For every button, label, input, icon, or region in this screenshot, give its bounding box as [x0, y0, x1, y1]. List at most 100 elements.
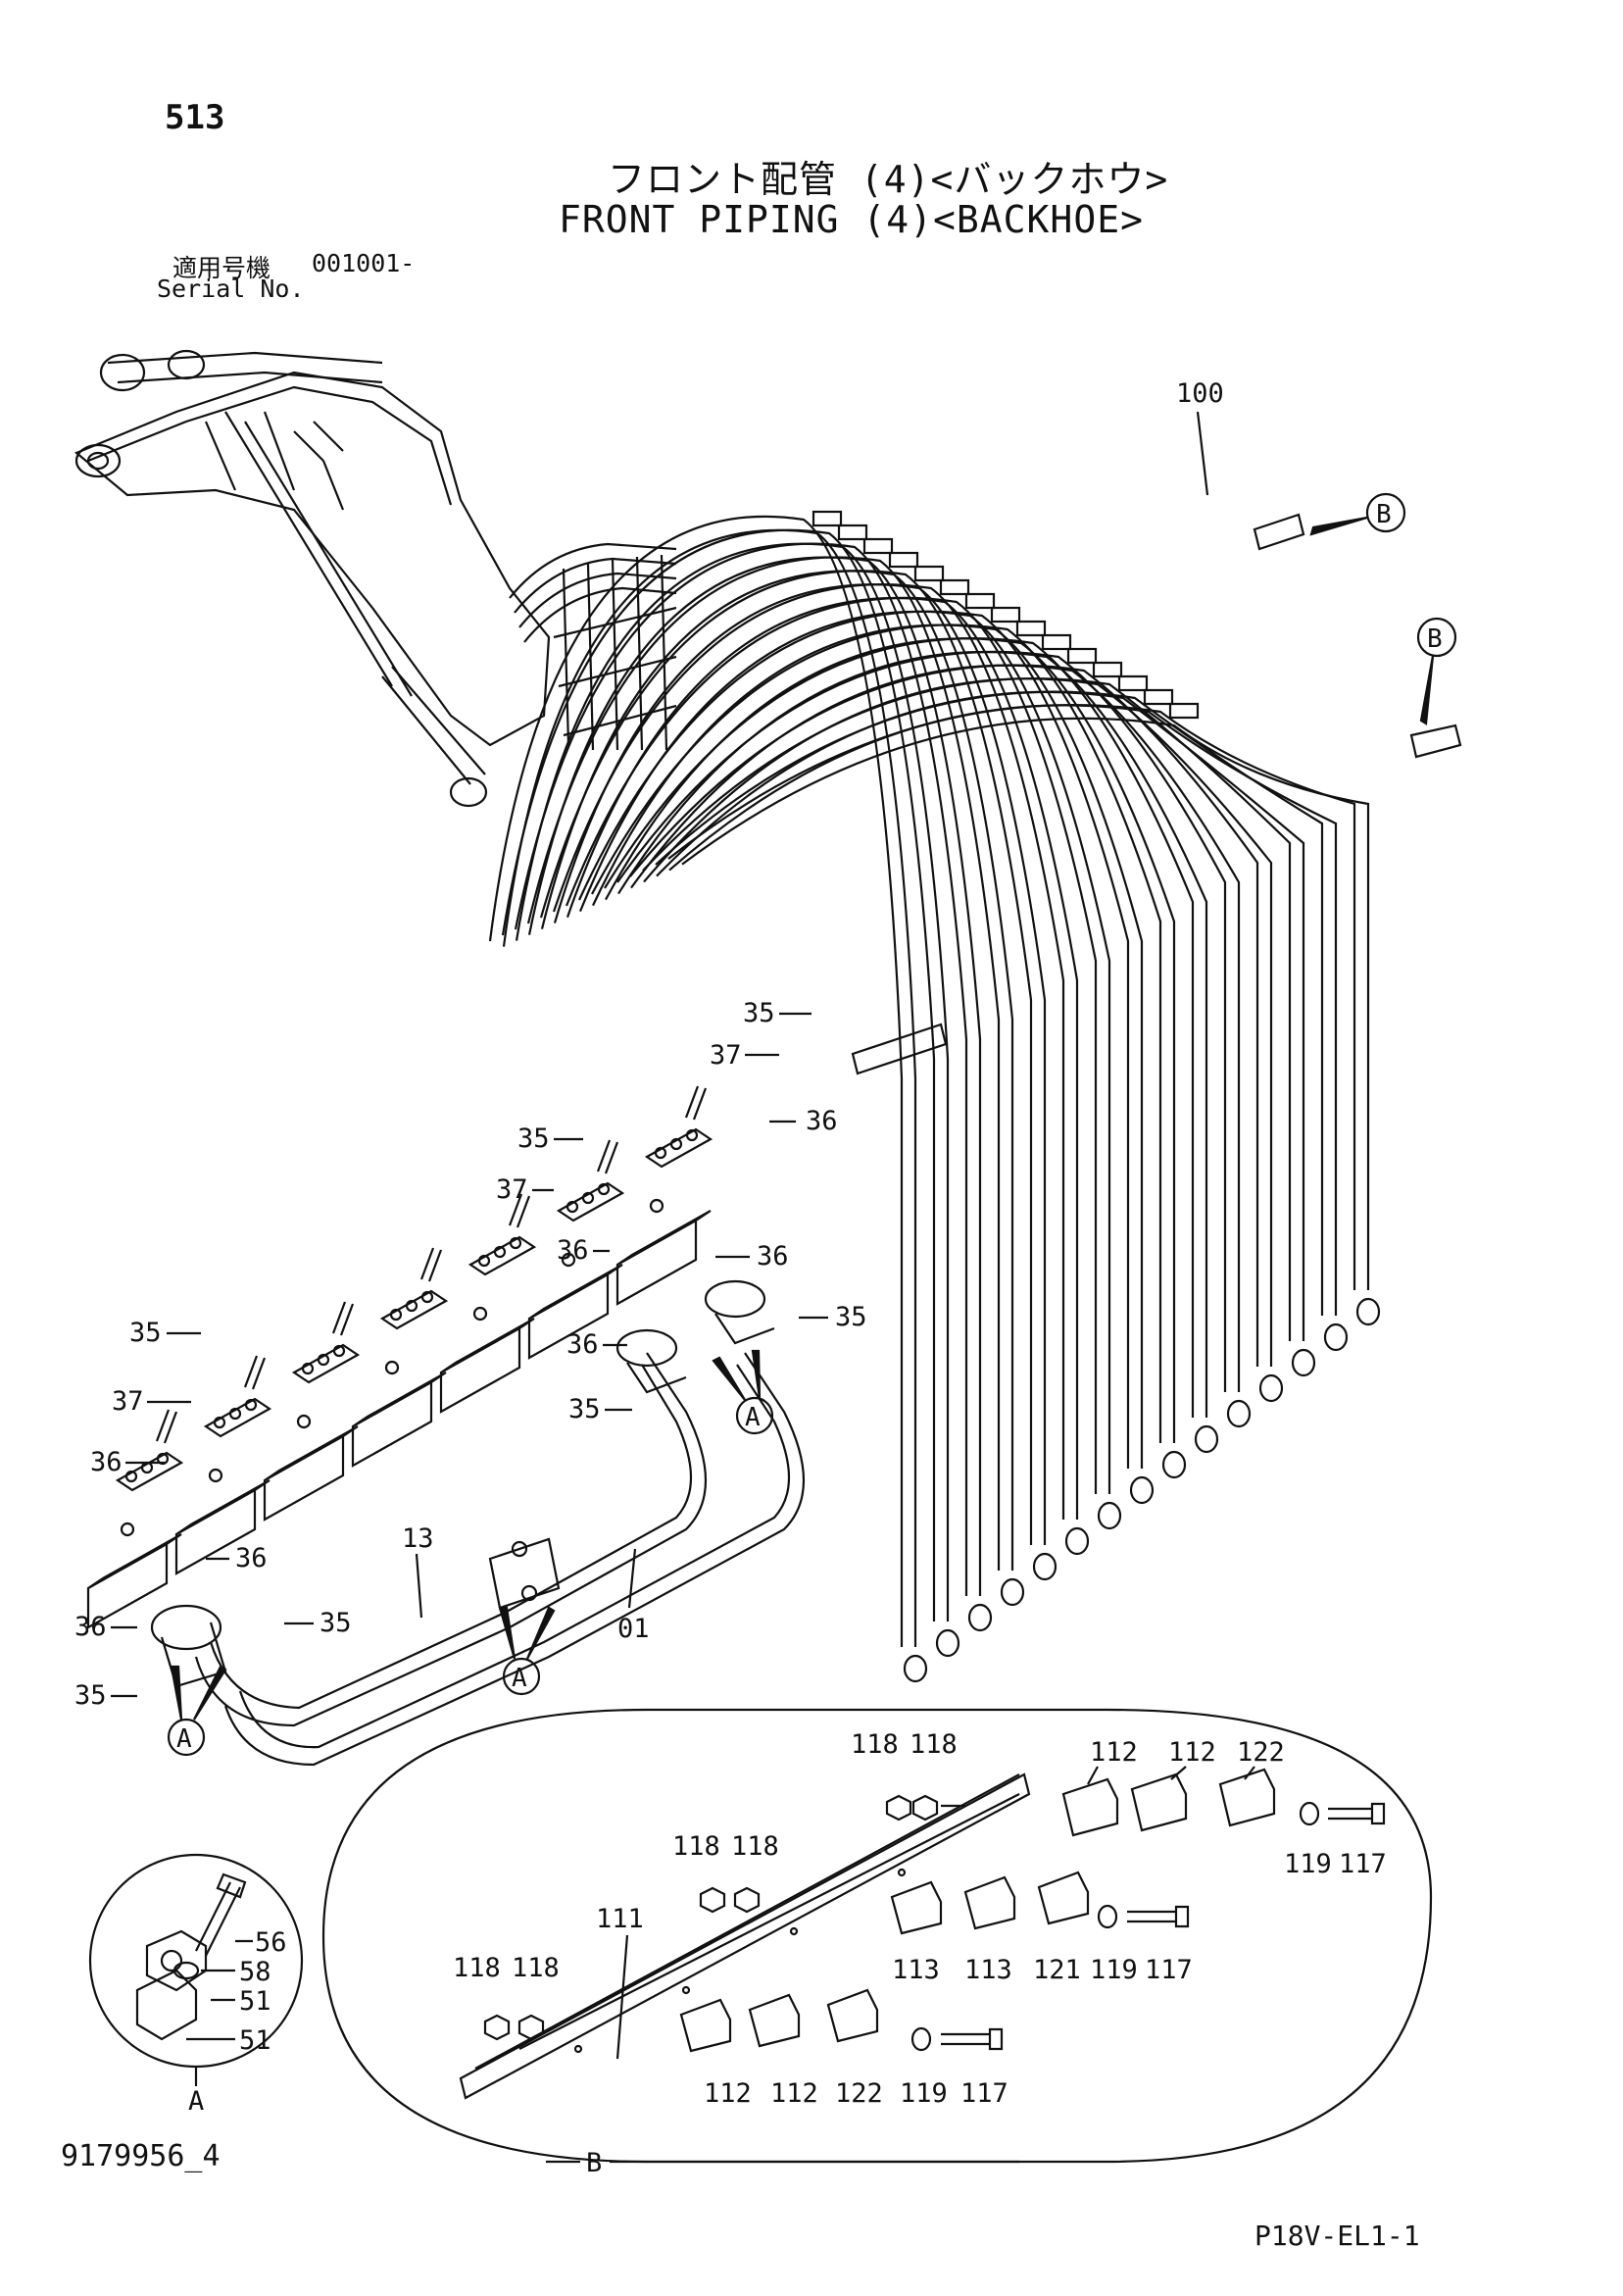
valve-block [174, 1479, 270, 1575]
part-label-113: 113 [892, 1955, 940, 1985]
bolt-hole [405, 1299, 418, 1313]
bolt-hole [244, 1398, 258, 1412]
part-label-36: 36 [566, 1329, 599, 1360]
ref-marker-b-1: B [1309, 492, 1406, 536]
o-ring [649, 1198, 664, 1214]
part-label-36: 36 [757, 1241, 789, 1272]
hose-fitting [1064, 1526, 1090, 1556]
part-label-51: 51 [239, 1986, 271, 2017]
callouts: 35 37 36 35 37 36 36 35 36 35 35 37 36 1… [74, 998, 867, 1711]
svg-text:A: A [745, 1403, 761, 1432]
part-label-121: 121 [1033, 1955, 1081, 1985]
part-label-117: 117 [1145, 1955, 1193, 1985]
bolt [243, 1355, 267, 1390]
bolt [684, 1085, 708, 1121]
hose-assembly-100 [488, 510, 1381, 1683]
hose-fitting [1032, 1552, 1057, 1581]
hose-fitting [1194, 1424, 1219, 1454]
ref-marker-a-2: A [498, 1606, 556, 1696]
hose-fitting [1161, 1450, 1187, 1479]
hose-line [527, 556, 982, 1596]
ref-marker-a-1: A [712, 1349, 774, 1435]
part-label-35: 35 [74, 1680, 107, 1711]
page-code: P18V-EL1-1 [1254, 2220, 1420, 2252]
hose-fitting [967, 1603, 993, 1632]
hose-line [514, 542, 968, 1596]
part-label-36: 36 [557, 1235, 589, 1266]
hose-line [667, 703, 1356, 1290]
serial-label-japanese: 適用号機 [172, 254, 271, 282]
valve-block [351, 1372, 447, 1468]
hose-line [642, 677, 1292, 1341]
detail-b-clamp-set: B [321, 1708, 1433, 2178]
flange-plate [291, 1343, 361, 1384]
serial-value: 001001- [312, 249, 416, 277]
flange-plate [467, 1235, 537, 1276]
hose-fitting [1355, 1297, 1381, 1326]
flange-plate [556, 1181, 625, 1223]
hose-clamp [1168, 702, 1200, 720]
part-label-118: 118 [672, 1831, 720, 1862]
part-label-118: 118 [512, 1953, 560, 1983]
flange-plate [203, 1397, 272, 1438]
part-label-37: 37 [710, 1040, 742, 1071]
part-label-35: 35 [129, 1318, 162, 1348]
part-label-35: 35 [743, 998, 775, 1028]
boom-overview-illustration [74, 349, 677, 808]
clamp-plate [1253, 513, 1305, 551]
hose-line [515, 542, 950, 1622]
bolt-hole [332, 1344, 346, 1358]
hose-line [681, 717, 1370, 1290]
serial-label-english: Serial No. [157, 275, 305, 303]
o-ring [561, 1252, 576, 1268]
hose-clamp [939, 578, 970, 596]
o-ring [208, 1468, 223, 1483]
part-label-111: 111 [596, 1904, 644, 1934]
part-label-113: 113 [964, 1955, 1012, 1985]
bolt-hole [566, 1200, 579, 1214]
part-label-13: 13 [402, 1523, 434, 1554]
flange-plate [379, 1289, 449, 1330]
page-number: 513 [165, 98, 225, 137]
clamp-plate [851, 1023, 948, 1075]
hose-fitting [1129, 1475, 1155, 1505]
hose-clamp [837, 524, 868, 541]
detail-a-clamp: 56 58 51 51 A [88, 1853, 304, 2117]
hose-line [566, 597, 1079, 1520]
bolt-hole [509, 1236, 522, 1250]
hose-clamp [1092, 661, 1123, 678]
part-label-118: 118 [731, 1831, 779, 1862]
o-ring [296, 1414, 312, 1429]
part-label-36: 36 [74, 1612, 107, 1642]
bolt [419, 1247, 443, 1282]
hose-fitting [903, 1654, 928, 1683]
hose-clamp [1041, 633, 1072, 651]
title-japanese: フロント配管 (4)<バックホウ> [608, 158, 1169, 201]
pipe-flange [150, 1279, 775, 1688]
bolt-hole [597, 1182, 611, 1196]
part-label-51: 51 [239, 2025, 271, 2056]
part-label-100: 100 [1176, 378, 1224, 409]
part-label-119: 119 [1284, 1849, 1332, 1879]
part-label-119: 119 [900, 2078, 948, 2109]
detail-b-label: B [586, 2148, 602, 2178]
hose-clamp [812, 510, 843, 527]
bolt-hole [317, 1353, 330, 1367]
hose-line [565, 596, 1098, 1494]
hose-clamp [1015, 620, 1047, 637]
hose-line [540, 570, 1014, 1571]
hose-line [526, 556, 1001, 1571]
part-label-35: 35 [568, 1394, 601, 1424]
bolt-hole [124, 1470, 138, 1483]
bolt-hole [213, 1416, 226, 1429]
part-label-118: 118 [453, 1953, 501, 1983]
part-label-112: 112 [1090, 1737, 1138, 1768]
bolt-hole [420, 1290, 434, 1304]
part-label-35: 35 [320, 1608, 352, 1638]
part-label-37: 37 [112, 1386, 144, 1417]
hose-fitting [1258, 1373, 1284, 1403]
part-label-36: 36 [90, 1447, 123, 1477]
part-label-112: 112 [704, 2078, 752, 2109]
valve-block [527, 1264, 623, 1360]
